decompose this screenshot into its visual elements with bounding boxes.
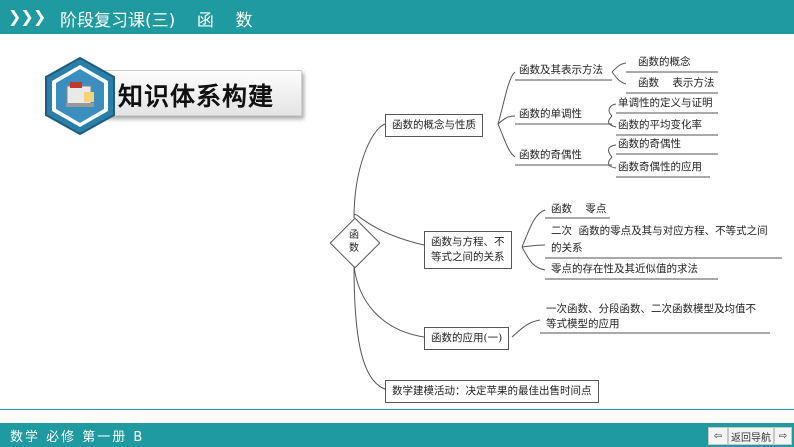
next-button[interactable]: ⇨ bbox=[774, 427, 792, 445]
mindmap-root: 函数 bbox=[329, 217, 381, 269]
header-arrows: ❯❯❯ bbox=[8, 7, 46, 26]
branch-concept-properties: 函数的概念与性质 bbox=[385, 114, 483, 137]
section-hex-icon bbox=[45, 56, 115, 136]
back-nav-label: 返回导航 bbox=[731, 432, 771, 444]
footer-bar: 数学 必修 第一册 B bbox=[0, 423, 794, 447]
leaf-models-line1: 一次函数、分段函数、二次函数模型及均值不 bbox=[546, 303, 756, 315]
leaf-zero-point: 函数 零点 bbox=[551, 203, 607, 215]
root-label: 函数 bbox=[349, 230, 359, 254]
leaf-parity: 函数的奇偶性 bbox=[618, 138, 681, 150]
branch-equation-line2: 等式之间的关系 bbox=[431, 251, 505, 263]
leaf-monotonic-definition: 单调性的定义与证明 bbox=[618, 97, 713, 109]
arrow-right-icon: ⇨ bbox=[778, 430, 788, 442]
book-label: 数学 必修 第一册 B bbox=[10, 430, 145, 445]
footer-divider bbox=[0, 409, 794, 410]
prev-button[interactable]: ⇦ bbox=[708, 427, 728, 445]
leaf-parity-application: 函数奇偶性的应用 bbox=[618, 161, 702, 173]
page-title: 阶段复习课(三) 函 数 bbox=[60, 11, 253, 31]
branch-equation-line1: 函数与方程、不 bbox=[431, 236, 505, 248]
branch-equation-inequality: 函数与方程、不 等式之间的关系 bbox=[424, 231, 512, 269]
leaf-zero-existence: 零点的存在性及其近似值的求法 bbox=[551, 263, 698, 275]
arrow-left-icon: ⇦ bbox=[713, 430, 723, 442]
sub-monotonicity: 函数的单调性 bbox=[519, 108, 582, 120]
leaf-average-rate: 函数的平均变化率 bbox=[618, 119, 702, 131]
header-bar: ❯❯❯ 阶段复习课(三) 函 数 bbox=[0, 0, 794, 34]
sub-parity: 函数的奇偶性 bbox=[519, 149, 582, 161]
branch-modeling-activity: 数学建模活动：决定苹果的最佳出售时间点 bbox=[385, 380, 599, 403]
section-title: 知识体系构建 bbox=[118, 82, 275, 111]
branch-function-application: 函数的应用(一) bbox=[424, 327, 510, 350]
leaf-representation-methods: 函数 表示方法 bbox=[638, 77, 715, 89]
leaf-quadratic-zero-cont: 的关系 bbox=[551, 242, 583, 254]
leaf-models-line2: 等式模型的应用 bbox=[546, 318, 620, 330]
leaf-function-concept: 函数的概念 bbox=[638, 56, 691, 68]
back-nav-button[interactable]: 返回导航 bbox=[728, 427, 774, 445]
leaf-quadratic-zero: 二次 函数的零点及其与对应方程、不等式之间 bbox=[551, 225, 768, 237]
sub-function-representation: 函数及其表示方法 bbox=[519, 64, 603, 76]
